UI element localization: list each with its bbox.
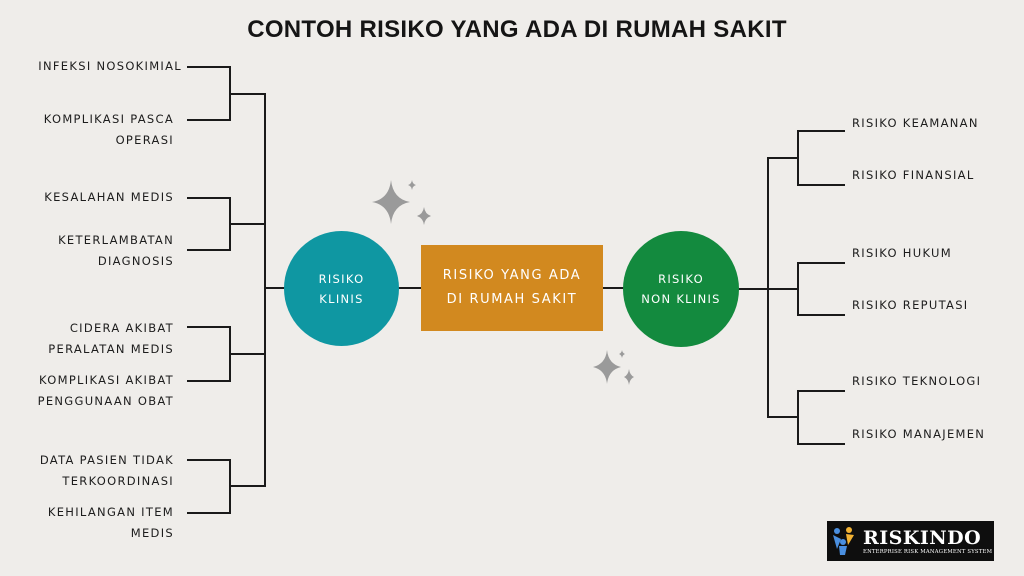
central-label-2: DI RUMAH SAKIT	[446, 292, 578, 307]
left-item-label-2: PERALATAN MEDIS	[48, 342, 174, 356]
logo-tagline: ENTERPRISE RISK MANAGEMENT SYSTEM	[863, 548, 993, 555]
left-item-label: DATA PASIEN TIDAK	[39, 453, 174, 467]
risiko-klinis-label: RISIKO	[318, 271, 365, 286]
right-item-1: RISIKO KEAMANAN	[852, 116, 979, 130]
risiko-non-klinis-label-2: NON KLINIS	[641, 292, 721, 306]
left-item-label-2: TERKOORDINASI	[62, 474, 174, 488]
central-node: RISIKO YANG ADA DI RUMAH SAKIT	[421, 245, 603, 331]
left-item-label-2: OPERASI	[115, 133, 174, 147]
right-item-4: RISIKO REPUTASI	[852, 298, 969, 312]
left-item-2: KOMPLIKASI PASCA OPERASI	[44, 109, 174, 151]
left-item-label-2: PENGGUNAAN OBAT	[37, 394, 174, 408]
central-label: RISIKO YANG ADA	[442, 268, 582, 283]
left-item-label: KOMPLIKASI PASCA	[43, 112, 174, 126]
risiko-non-klinis-node: RISIKO NON KLINIS	[623, 231, 739, 347]
left-item-label: KOMPLIKASI AKIBAT	[39, 373, 174, 387]
left-item-label: KETERLAMBATAN	[58, 233, 174, 247]
page-title: CONTOH RISIKO YANG ADA DI RUMAH SAKIT	[247, 16, 787, 43]
risiko-klinis-node: RISIKO KLINIS	[284, 231, 399, 346]
logo-name: RISKINDO	[863, 526, 982, 549]
left-item-label: CIDERA AKIBAT	[69, 321, 174, 335]
sparkle-icon-bottom	[593, 350, 634, 385]
left-item-6: KOMPLIKASI AKIBAT PENGGUNAAN OBAT	[38, 370, 174, 412]
right-item-5: RISIKO TEKNOLOGI	[852, 374, 982, 388]
risiko-non-klinis-label: RISIKO	[658, 272, 704, 286]
right-item-6: RISIKO MANAJEMEN	[852, 427, 986, 441]
sparkle-icon-top	[372, 180, 431, 225]
right-item-3: RISIKO HUKUM	[852, 246, 952, 260]
left-item-label: KESALAHAN MEDIS	[44, 190, 174, 204]
left-item-8: KEHILANGAN ITEM MEDIS	[48, 502, 174, 544]
left-item-label: INFEKSI NOSOKIMIAL	[38, 59, 182, 73]
left-item-5: CIDERA AKIBAT PERALATAN MEDIS	[48, 318, 174, 360]
left-item-1: INFEKSI NOSOKIMIAL	[38, 56, 182, 77]
right-item-2: RISIKO FINANSIAL	[852, 168, 975, 182]
left-item-3: KESALAHAN MEDIS	[44, 187, 174, 208]
left-item-label-2: DIAGNOSIS	[97, 254, 174, 268]
left-item-label: KEHILANGAN ITEM	[47, 505, 174, 519]
riskindo-logo: RISKINDO ENTERPRISE RISK MANAGEMENT SYST…	[827, 521, 994, 561]
left-item-label-2: MEDIS	[130, 526, 174, 540]
risiko-klinis-label-2: KLINIS	[319, 291, 364, 306]
left-item-4: KETERLAMBATAN DIAGNOSIS	[58, 230, 174, 272]
left-item-7: DATA PASIEN TIDAK TERKOORDINASI	[40, 450, 174, 492]
riskindo-logo-icon	[833, 527, 854, 555]
